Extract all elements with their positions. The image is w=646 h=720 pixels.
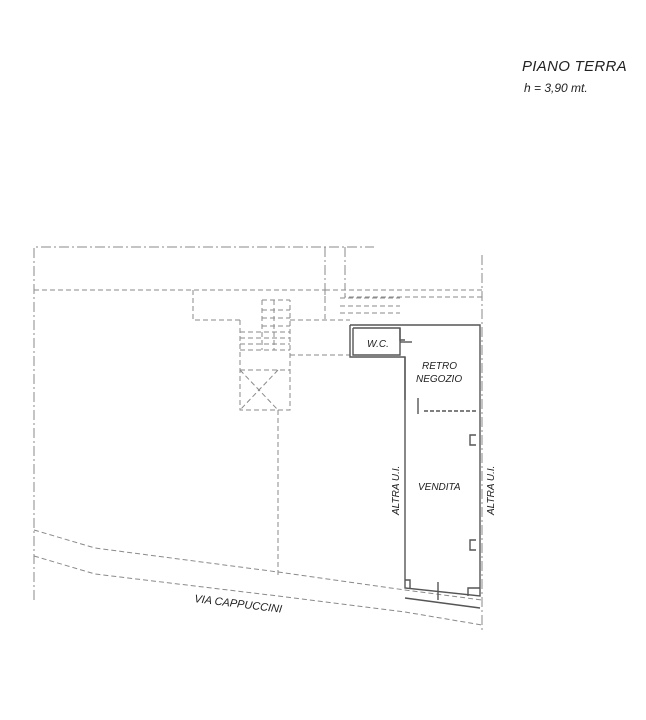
neighbor-outlines xyxy=(33,285,483,626)
title-block: PIANO TERRA h = 3,90 mt. xyxy=(522,58,627,95)
room-label-vendita: VENDITA xyxy=(418,482,461,493)
shop-walls xyxy=(349,324,481,609)
property-boundary xyxy=(33,246,483,630)
street-label: VIA CAPPUCCINI xyxy=(194,593,283,616)
height-note: h = 3,90 mt. xyxy=(524,81,588,95)
adjacent-unit-left: ALTRA U.I. xyxy=(391,466,402,516)
room-label-retro: RETRO xyxy=(422,361,457,372)
room-label-negozio: NEGOZIO xyxy=(416,374,462,385)
plan-title: PIANO TERRA xyxy=(522,58,627,75)
adjacent-unit-right: ALTRA U.I. xyxy=(486,466,497,516)
room-label-wc: W.C. xyxy=(367,339,389,350)
